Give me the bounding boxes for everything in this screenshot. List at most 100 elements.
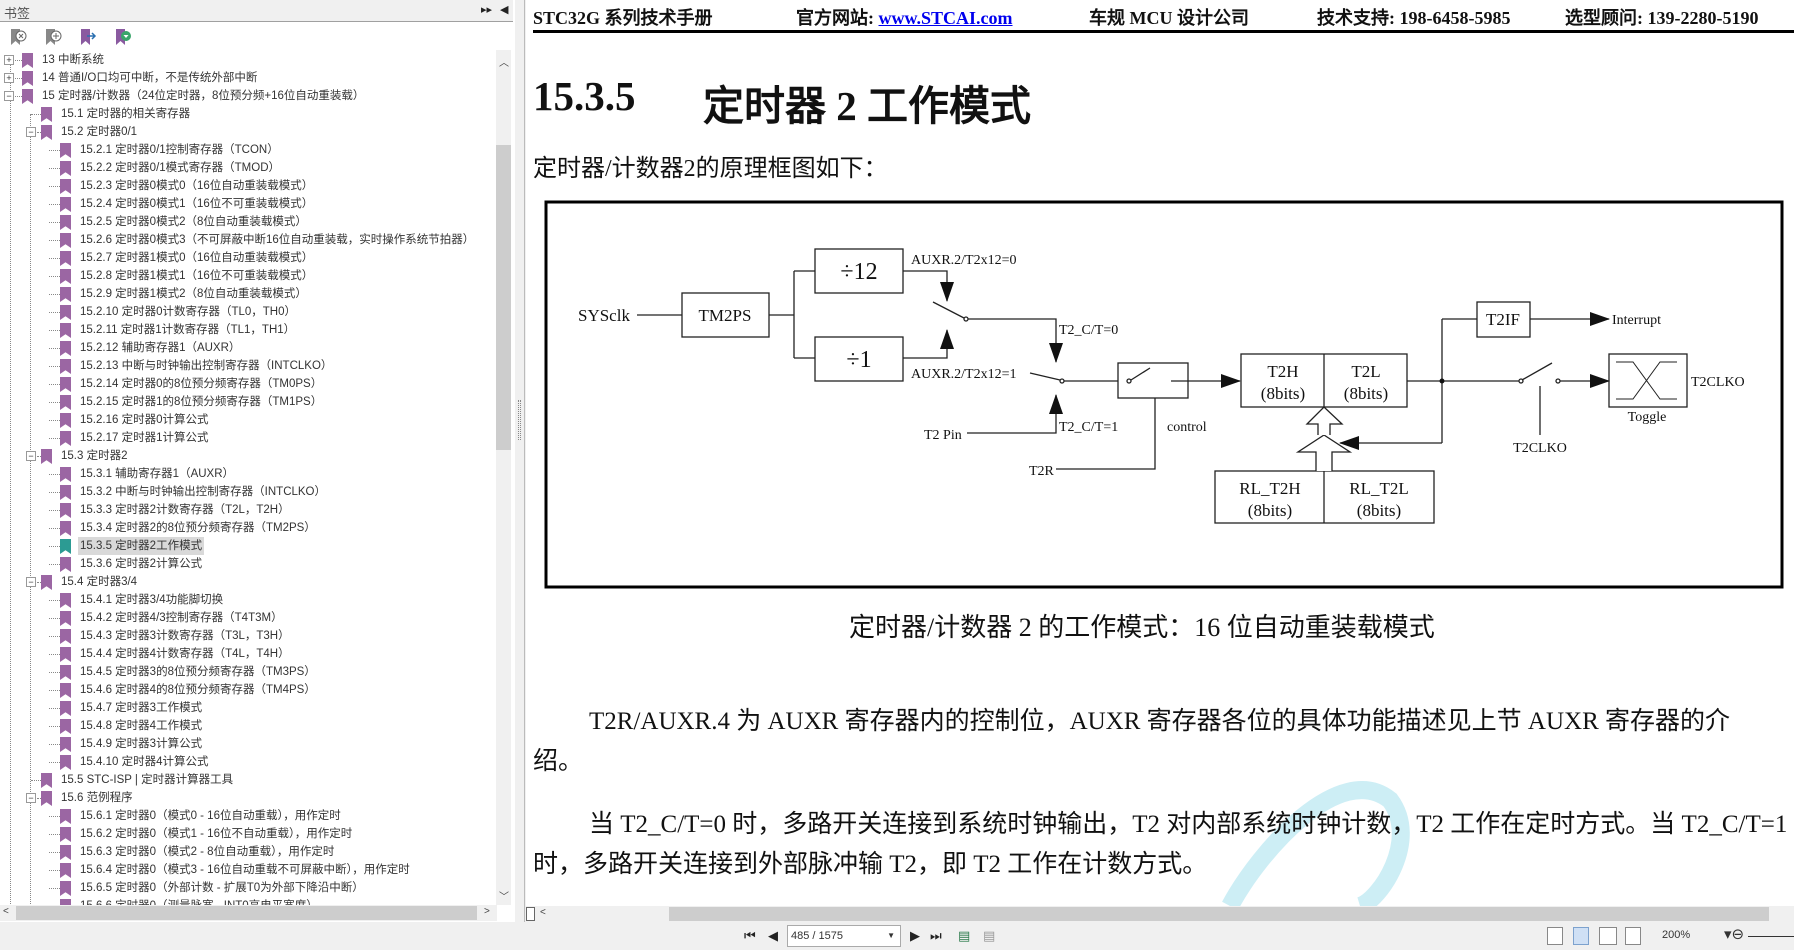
bookmark-item[interactable]: 15.6.2 定时器0（模式1 - 16位不自动重载），用作定时	[0, 825, 495, 843]
bookmark-item[interactable]: 15.2.5 定时器0模式2（8位自动重装载模式）	[0, 213, 495, 231]
bookmark-label: 15.6 范例程序	[61, 792, 133, 804]
bookmark-item[interactable]: 15.2.17 定时器1计算公式	[0, 429, 495, 447]
bookmark-label: 15.3.5 定时器2工作模式	[78, 537, 205, 555]
bookmark-item[interactable]: 15.2.11 定时器1计数寄存器（TL1，TH1）	[0, 321, 495, 339]
timer2-block-diagram: SYSclk TM2PS ÷12 ÷1 AUXR.2/T2x12=0 AUXR.…	[544, 200, 1784, 906]
bookmark-item[interactable]: −15 定时器/计数器（24位定时器，8位预分频+16位自动重装载）	[0, 87, 495, 105]
scroll-down-icon[interactable]: ﹀	[499, 892, 509, 903]
bookmark-item[interactable]: 15.4.2 定时器4/3控制寄存器（T4T3M）	[0, 609, 495, 627]
bookmark-item[interactable]: 15.2.9 定时器1模式2（8位自动重装载模式）	[0, 285, 495, 303]
bookmark-item[interactable]: 15.2.10 定时器0计数寄存器（TL0，TH0）	[0, 303, 495, 321]
bookmark-item[interactable]: 15.2.7 定时器1模式0（16位自动重装载模式）	[0, 249, 495, 267]
bookmark-item[interactable]: 15.2.1 定时器0/1控制寄存器（TCON）	[0, 141, 495, 159]
bookmark-item[interactable]: 15.6.6 定时器0（测量脉宽 - INT0高电平宽度）	[0, 897, 495, 905]
bookmark-item[interactable]: 15.4.9 定时器3计算公式	[0, 735, 495, 753]
bookmark-item[interactable]: 15.2.14 定时器0的8位预分频寄存器（TM0PS）	[0, 375, 495, 393]
bookmark-item[interactable]: 15.2.16 定时器0计算公式	[0, 411, 495, 429]
bookmark-item[interactable]: 15.4.4 定时器4计数寄存器（T4L，T4H）	[0, 645, 495, 663]
collapse-panel-icon[interactable]: ◀	[500, 4, 509, 16]
continuous-facing-view-icon[interactable]	[1625, 927, 1641, 945]
bookmark-tree: +13 中断系统+14 普通I/O口均可中断，不是传统外部中断−15 定时器/计…	[0, 50, 495, 905]
bookmark-item[interactable]: +13 中断系统	[0, 51, 495, 69]
bookmark-item[interactable]: 15.5 STC-ISP | 定时器计算器工具	[0, 771, 495, 789]
bookmark-item[interactable]: − 15.6 范例程序	[0, 789, 495, 807]
bookmark-item[interactable]: 15.4.7 定时器3工作模式	[0, 699, 495, 717]
scroll-left-icon[interactable]: <	[540, 907, 546, 918]
bookmark-item[interactable]: 15.3.1 辅助寄存器1（AUXR）	[0, 465, 495, 483]
bookmark-item[interactable]: −15.2 定时器0/1	[0, 123, 495, 141]
zoom-level[interactable]: 200%	[1662, 929, 1691, 941]
zoom-out-icon[interactable]: ▾⊖	[1724, 926, 1745, 943]
bookmark-item[interactable]: 15.4.6 定时器4的8位预分频寄存器（TM4PS）	[0, 681, 495, 699]
scroll-left-icon[interactable]: <	[3, 906, 9, 917]
bookmark-item[interactable]: 15.2.12 辅助寄存器1（AUXR）	[0, 339, 495, 357]
scroll-up-icon[interactable]: ︿	[499, 58, 509, 69]
page-number-input[interactable]: 485 / 1575▼	[787, 925, 901, 947]
collapse-icon[interactable]: −	[26, 577, 36, 587]
facing-view-icon[interactable]	[1599, 927, 1617, 945]
single-page-view-icon[interactable]	[1547, 927, 1563, 945]
bookmark-item[interactable]: 15.3.3 定时器2计数寄存器（T2L，T2H）	[0, 501, 495, 519]
bookmark-item[interactable]: −15.3 定时器2	[0, 447, 495, 465]
scrollbar-thumb[interactable]	[669, 907, 1769, 921]
bookmark-item[interactable]: 15.6.3 定时器0（模式2 - 8位自动重载），用作定时	[0, 843, 495, 861]
bookmark-item[interactable]: 15.4.10 定时器4计算公式	[0, 753, 495, 771]
bookmark-item[interactable]: 15.6.5 定时器0（外部计数 - 扩展T0为外部下降沿中断）	[0, 879, 495, 897]
continuous-view-icon[interactable]	[1573, 927, 1589, 945]
bookmark-item[interactable]: +14 普通I/O口均可中断，不是传统外部中断	[0, 69, 495, 87]
goto-bookmark-icon[interactable]	[79, 28, 97, 46]
t2r-label: T2R	[1029, 464, 1055, 479]
bookmark-item[interactable]: 15.2.3 定时器0模式0（16位自动重装载模式）	[0, 177, 495, 195]
next-page-icon[interactable]: ▶	[910, 928, 920, 943]
bookmark-item[interactable]: 15.4.3 定时器3计数寄存器（T3L，T3H）	[0, 627, 495, 645]
bookmark-item[interactable]: 15.3.5 定时器2工作模式	[0, 537, 495, 555]
bookmark-item[interactable]: 15.4.5 定时器3的8位预分频寄存器（TM3PS）	[0, 663, 495, 681]
delete-bookmark-icon[interactable]	[9, 28, 27, 46]
bookmark-item[interactable]: 15.2.15 定时器1的8位预分频寄存器（TM1PS）	[0, 393, 495, 411]
collapse-icon[interactable]: −	[26, 793, 36, 803]
panel-splitter[interactable]	[515, 0, 525, 922]
bookmark-item[interactable]: 15.3.2 中断与时钟输出控制寄存器（INTCLKO）	[0, 483, 495, 501]
bookmarks-horizontal-scrollbar[interactable]: < >	[0, 905, 497, 921]
last-page-icon[interactable]: ⏭	[930, 928, 942, 943]
document-horizontal-scrollbar[interactable]: <	[526, 906, 1794, 922]
collapse-icon[interactable]: −	[26, 451, 36, 461]
expand-panel-icon[interactable]: ▸▸	[481, 4, 493, 16]
chevron-down-icon[interactable]: ▼	[887, 931, 895, 940]
bookmark-label: 15.6.1 定时器0（模式0 - 16位自动重载），用作定时	[80, 810, 341, 822]
next-view-icon[interactable]: ▤	[983, 928, 996, 943]
bookmark-item[interactable]: 15.2.4 定时器0模式1（16位不可重装载模式）	[0, 195, 495, 213]
bookmark-item[interactable]: 15.4.1 定时器3/4功能脚切换	[0, 591, 495, 609]
previous-view-icon[interactable]: ▤	[958, 928, 971, 943]
expand-bookmark-icon[interactable]	[114, 28, 132, 46]
bookmark-item[interactable]: 15.2.2 定时器0/1模式寄存器（TMOD）	[0, 159, 495, 177]
collapse-icon[interactable]: −	[4, 91, 14, 101]
bookmark-item[interactable]: 15.6.1 定时器0（模式0 - 16位自动重载），用作定时	[0, 807, 495, 825]
bookmark-item[interactable]: 15.4.8 定时器4工作模式	[0, 717, 495, 735]
bookmark-item[interactable]: −15.4 定时器3/4	[0, 573, 495, 591]
bookmark-icon	[41, 773, 52, 788]
add-bookmark-icon[interactable]	[44, 28, 62, 46]
bookmark-item[interactable]: 15.1 定时器的相关寄存器	[0, 105, 495, 123]
first-page-icon[interactable]: ⏮	[744, 928, 756, 943]
scrollbar-thumb[interactable]	[16, 906, 477, 920]
splitter-handle[interactable]	[526, 907, 535, 921]
zoom-slider[interactable]	[1748, 936, 1794, 937]
scrollbar-thumb[interactable]	[496, 145, 511, 450]
expand-icon[interactable]: +	[4, 73, 14, 83]
expand-icon[interactable]: +	[4, 55, 14, 65]
bookmark-item[interactable]: 15.6.4 定时器0（模式3 - 16位自动重载不可屏蔽中断），用作定时	[0, 861, 495, 879]
bookmark-item[interactable]: 15.2.8 定时器1模式1（16位不可重装载模式）	[0, 267, 495, 285]
previous-page-icon[interactable]: ◀	[768, 928, 778, 943]
tree-connector	[49, 726, 60, 727]
bookmark-item[interactable]: 15.3.4 定时器2的8位预分频寄存器（TM2PS）	[0, 519, 495, 537]
website-link[interactable]: www.STCAI.com	[878, 8, 1013, 28]
bookmark-item[interactable]: 15.3.6 定时器2计算公式	[0, 555, 495, 573]
bookmark-item[interactable]: 15.2.6 定时器0模式3（不可屏蔽中断16位自动重装载，实时操作系统节拍器）	[0, 231, 495, 249]
bookmark-item[interactable]: 15.2.13 中断与时钟输出控制寄存器（INTCLKO）	[0, 357, 495, 375]
collapse-icon[interactable]: −	[26, 127, 36, 137]
bookmark-icon	[60, 557, 71, 572]
bookmarks-vertical-scrollbar[interactable]: ︿ ﹀	[496, 50, 511, 905]
splitter-grip[interactable]	[518, 400, 521, 440]
scroll-right-icon[interactable]: >	[484, 906, 490, 917]
